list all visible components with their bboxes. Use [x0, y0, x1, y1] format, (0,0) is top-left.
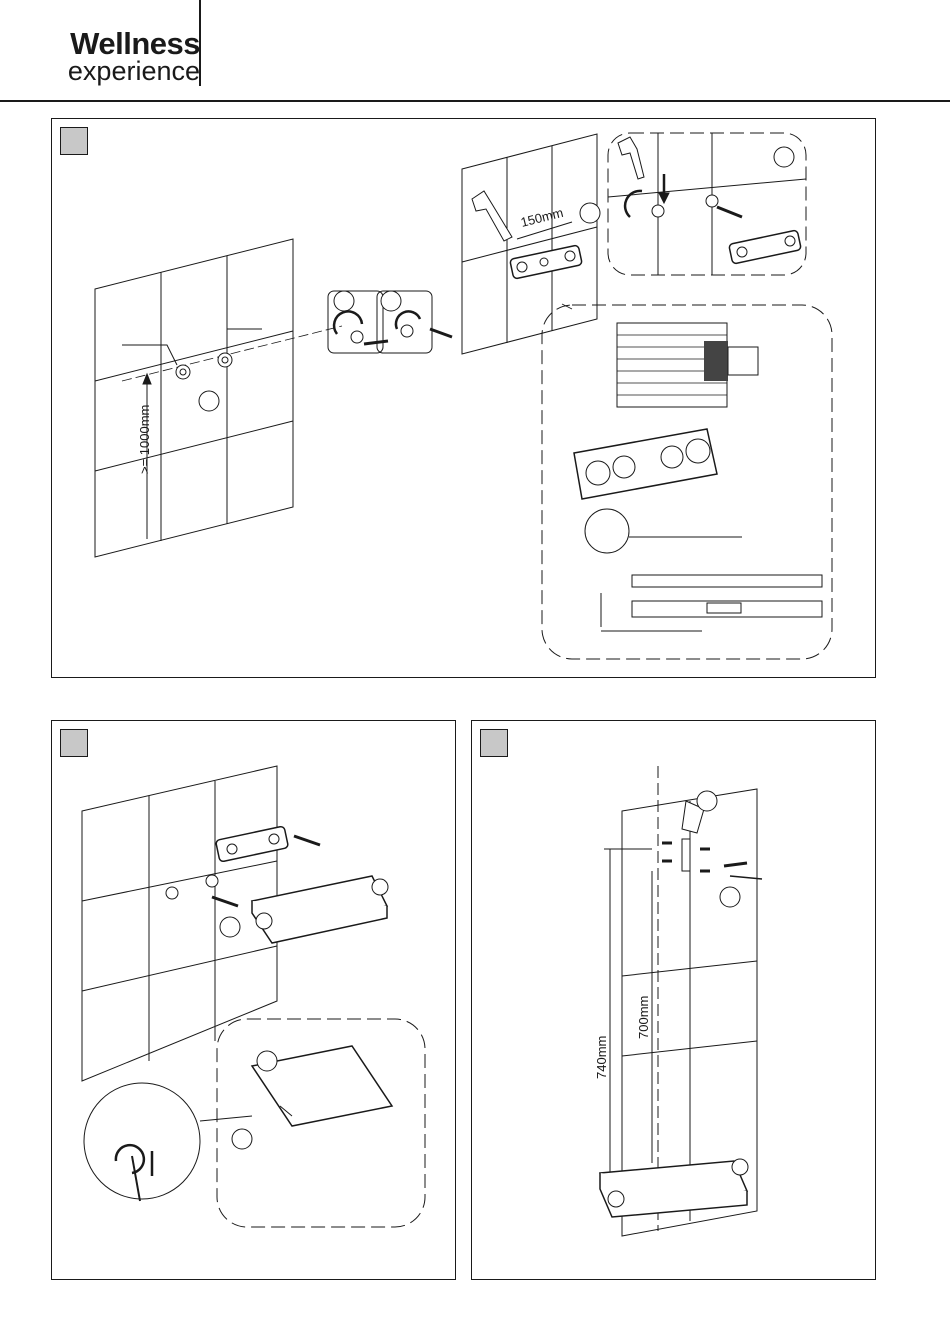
wall-outline	[82, 766, 277, 1081]
brand-divider	[199, 0, 201, 86]
panel-b-illustration	[52, 721, 455, 1279]
brand-logo: Wellness experience	[48, 28, 200, 85]
callout-circle	[220, 917, 240, 937]
dimension-min-height-label: >= 1000mm	[137, 405, 152, 474]
step-panel-b	[51, 720, 456, 1280]
dimension-700-label: 700mm	[636, 996, 651, 1039]
step-panel-c: 740mm 700mm	[471, 720, 876, 1280]
step-panel-a: >= 1000mm 150mm	[51, 118, 876, 678]
panel-c-illustration: 740mm 700mm	[472, 721, 875, 1279]
dimension-740-label: 740mm	[594, 1036, 609, 1079]
wall-outline	[95, 239, 293, 557]
brand-wordmark-line2: experience	[48, 58, 200, 85]
panel-a-illustration: >= 1000mm 150mm	[52, 119, 875, 677]
header-rule	[0, 100, 950, 102]
callout-circle	[199, 391, 219, 411]
brand-wordmark-line1: Wellness	[48, 28, 200, 59]
